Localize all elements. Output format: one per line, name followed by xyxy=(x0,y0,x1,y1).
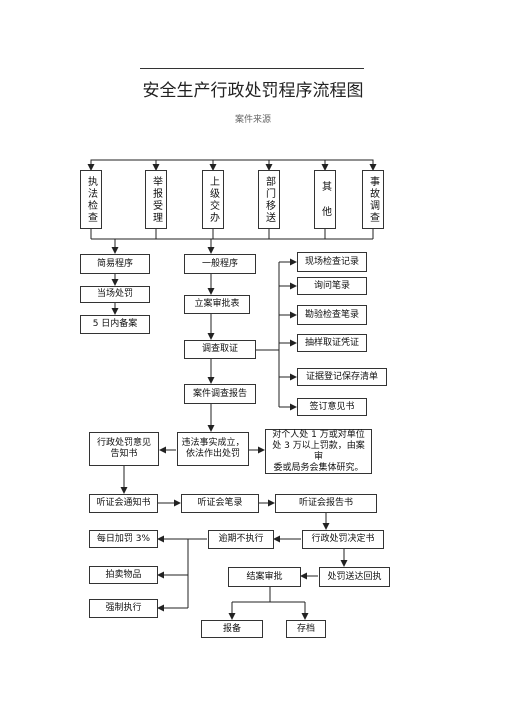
case-closing-approval: 结案审批 xyxy=(228,567,301,587)
evidence-site-record: 现场检查记录 xyxy=(297,252,367,272)
source-accident: 事故调查 xyxy=(362,170,384,229)
on-site-penalty: 当场处罚 xyxy=(80,286,150,303)
case-register-form: 立案审批表 xyxy=(184,295,250,314)
investigation: 调查取证 xyxy=(184,340,256,359)
case-source-label: 案件来源 xyxy=(234,115,271,125)
penalty-decision: 行政处罚决定书 xyxy=(302,530,384,549)
forced-execution: 强制执行 xyxy=(89,599,158,618)
hearing-record: 听证会笔录 xyxy=(181,494,259,513)
evidence-opinion-letter: 签订意见书 xyxy=(297,398,367,416)
source-report: 举报受理 xyxy=(145,170,167,229)
penalty-opinion-notice: 行政处罚意见 告知书 xyxy=(89,432,159,466)
five-day-record: 5 日内备案 xyxy=(80,315,150,334)
source-inspection: 执法检查 xyxy=(80,170,102,229)
daily-penalty: 每日加罚 3% xyxy=(89,530,158,548)
source-transfer: 部门移送 xyxy=(258,170,280,229)
source-superior: 上级交办 xyxy=(202,170,224,229)
overdue-nonexecution: 逾期不执行 xyxy=(208,530,274,549)
simple-program: 简易程序 xyxy=(80,254,150,274)
top-connector xyxy=(90,159,374,168)
auction-goods: 拍卖物品 xyxy=(89,566,158,584)
source-other: 其 他 xyxy=(314,170,336,229)
evidence-survey-record: 勘验检查笔录 xyxy=(297,305,367,325)
evidence-sample-voucher: 抽样取证凭证 xyxy=(297,334,367,352)
investigation-report: 案件调查报告 xyxy=(184,384,256,404)
filing-record: 报备 xyxy=(201,620,263,638)
evidence-inquiry-record: 询问笔录 xyxy=(297,277,367,295)
violation-established: 违法事实成立， 依法作出处罚 xyxy=(177,432,249,466)
collective-review-note: 对个人处 1 万或对单位 处 3 万以上罚款，由案审 委或局务会集体研究。 xyxy=(265,429,372,474)
hearing-report: 听证会报告书 xyxy=(275,494,377,513)
title-rule xyxy=(140,68,364,69)
hearing-notice: 听证会通知书 xyxy=(89,494,158,513)
evidence-preservation-list: 证据登记保存清单 xyxy=(297,368,387,386)
delivery-receipt: 处罚送达回执 xyxy=(319,567,390,587)
general-program: 一般程序 xyxy=(184,254,256,274)
archive: 存档 xyxy=(286,620,326,638)
page-title: 安全生产行政处罚程序流程图 xyxy=(142,81,364,101)
